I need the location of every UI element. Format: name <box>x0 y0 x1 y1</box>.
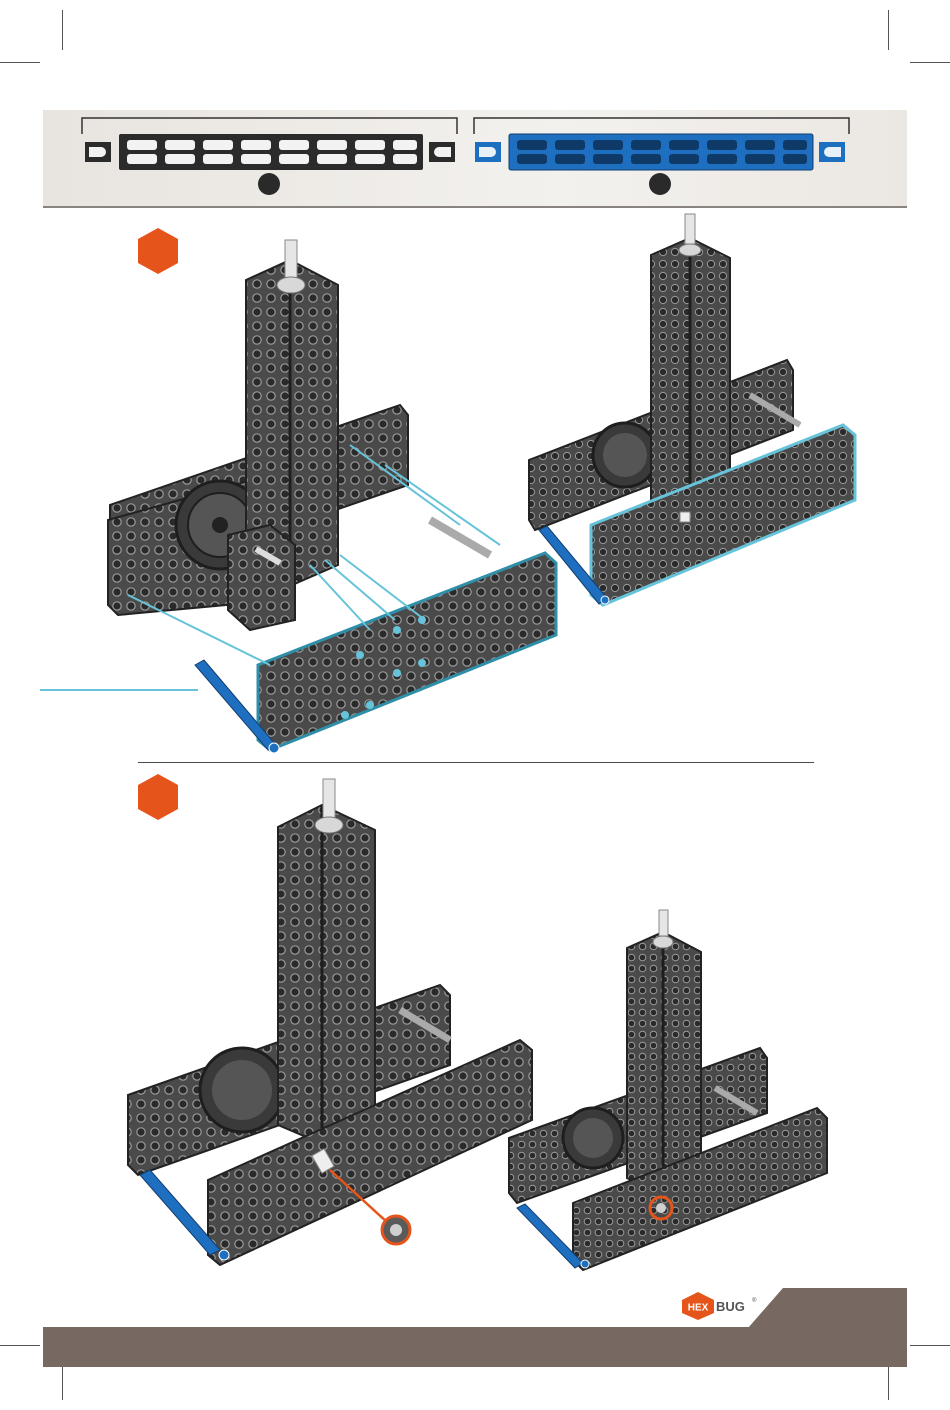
step-1-assembled-illustration <box>525 210 865 610</box>
blue-beam-part <box>473 132 853 172</box>
crop-mark <box>62 10 63 50</box>
crop-mark <box>0 1345 40 1346</box>
brand-hex-text: HEX <box>688 1303 709 1314</box>
crop-mark <box>910 1345 950 1346</box>
footer-tab <box>748 1288 907 1328</box>
brand-bug-text: BUG <box>716 1299 745 1314</box>
step-divider <box>138 762 814 763</box>
brand-trademark: ® <box>752 1297 757 1304</box>
step-2-assembled-illustration <box>505 908 835 1283</box>
crop-mark <box>888 10 889 50</box>
blue-beam-quantity-dot <box>649 173 671 195</box>
crop-mark <box>0 62 40 63</box>
black-beam-part <box>83 132 463 172</box>
hexbug-logo: HEX BUG ® <box>680 1291 764 1321</box>
footer-band <box>43 1327 907 1367</box>
crop-mark <box>910 62 950 63</box>
black-beam-quantity-dot <box>258 173 280 195</box>
parts-header <box>43 110 907 208</box>
step-2-insert-pin-illustration <box>120 775 540 1280</box>
step-1-exploded-assembly-illustration <box>40 235 570 760</box>
